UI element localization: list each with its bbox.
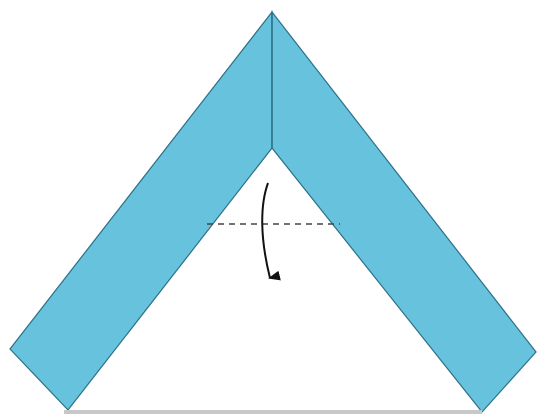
- folded-paper-left-strip: [10, 12, 272, 410]
- fold-down-arrow-icon: [262, 183, 270, 278]
- folded-paper-right-strip: [272, 12, 536, 412]
